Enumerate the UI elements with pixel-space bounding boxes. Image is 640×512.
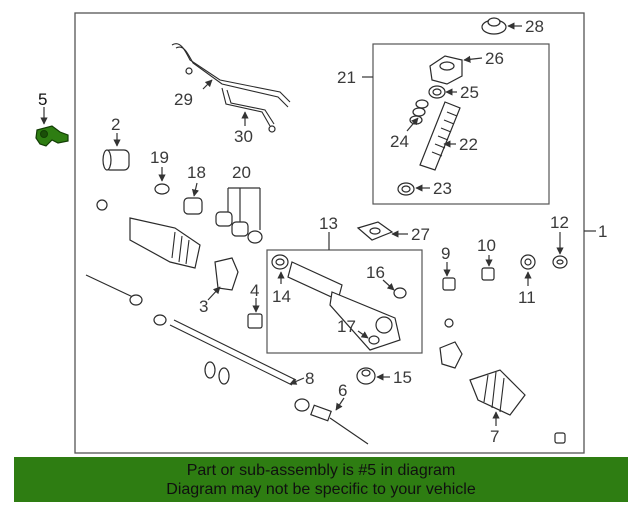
- part-16: [393, 287, 407, 299]
- part-28: [481, 17, 507, 35]
- callout-2: 2: [111, 115, 120, 134]
- leader-24: [406, 117, 419, 132]
- part-26: [429, 55, 463, 85]
- callout-24: 24: [390, 132, 409, 151]
- part-12: [552, 255, 568, 269]
- leader-20: [227, 187, 261, 230]
- part-ring-a: [204, 361, 216, 379]
- bracket-right: [439, 341, 463, 369]
- part-small-b: [554, 432, 566, 444]
- part-18: [183, 197, 203, 215]
- callout-25: 25: [460, 83, 479, 102]
- callout-14: 14: [272, 287, 291, 306]
- callout-8: 8: [305, 369, 314, 388]
- subassembly-13-box: [266, 249, 423, 354]
- part-7: [469, 369, 526, 416]
- part-9: [442, 277, 456, 291]
- callout-22: 22: [459, 135, 478, 154]
- callout-3: 3: [199, 297, 208, 316]
- tie-rod-left: [85, 274, 143, 306]
- leader-18: [191, 182, 199, 197]
- leader-3: [207, 286, 221, 301]
- part-3: [214, 257, 239, 291]
- callout-4: 4: [250, 281, 259, 300]
- leader-26: [463, 55, 483, 63]
- callout-23: 23: [433, 179, 452, 198]
- part-10: [481, 267, 495, 281]
- part-17: [368, 335, 380, 345]
- part-11: [520, 254, 536, 270]
- leader-8: [289, 377, 305, 385]
- rack-bar: [169, 319, 297, 386]
- callout-26: 26: [485, 49, 504, 68]
- part-15: [356, 367, 376, 385]
- part-23: [397, 182, 415, 196]
- part-ring-b: [218, 367, 230, 385]
- part-washer-left: [153, 314, 167, 326]
- part-27: [356, 221, 394, 241]
- part-25: [428, 85, 446, 99]
- leader-17: [357, 330, 369, 339]
- callout-27: 27: [411, 225, 430, 244]
- vehicle-fit-banner: Part or sub-assembly is #5 in diagram Di…: [14, 457, 628, 502]
- leader-16: [382, 279, 395, 291]
- diagram-frame: [74, 12, 585, 454]
- callout-18: 18: [187, 163, 206, 182]
- callout-11: 11: [518, 288, 536, 307]
- steering-housing: [287, 261, 401, 351]
- part-19: [154, 183, 170, 195]
- part-5-highlighted[interactable]: [35, 125, 69, 147]
- callout-29: 29: [174, 90, 193, 109]
- callout-16: 16: [366, 263, 385, 282]
- part-20: [215, 211, 263, 244]
- boot-left: [129, 217, 201, 269]
- callout-10: 10: [477, 236, 496, 255]
- part-small-a: [96, 199, 108, 211]
- callout-15: 15: [393, 368, 412, 387]
- part-6: [294, 398, 369, 445]
- callout-28: 28: [525, 17, 544, 36]
- leader-29: [202, 79, 213, 90]
- part-30-pipe: [221, 87, 276, 133]
- callout-12: 12: [550, 213, 569, 232]
- callout-20: 20: [232, 163, 251, 182]
- parts-diagram: 1 2 3 4 5 6 7 8 9 10 11 12 13 14 15 16 1…: [35, 12, 607, 454]
- leader-6: [335, 397, 345, 411]
- banner-line-2: Diagram may not be specific to your vehi…: [166, 481, 476, 498]
- callout-21: 21: [337, 68, 356, 87]
- part-29-pipe: [171, 43, 291, 108]
- callout-9: 9: [441, 244, 450, 263]
- part-24: [409, 99, 429, 125]
- callout-1: 1: [598, 222, 607, 241]
- callout-7: 7: [490, 427, 499, 446]
- callout-19: 19: [150, 148, 169, 167]
- banner-line-1: Part or sub-assembly is #5 in diagram: [186, 462, 456, 479]
- part-22: [419, 101, 461, 171]
- callout-13: 13: [319, 214, 338, 233]
- subassembly-21-box: [372, 43, 550, 205]
- callout-17: 17: [337, 317, 356, 336]
- part-2: [102, 149, 130, 171]
- callout-6: 6: [338, 381, 347, 400]
- part-4: [247, 313, 263, 329]
- callout-5[interactable]: 5: [38, 90, 47, 109]
- part-14: [271, 254, 289, 270]
- bolt-right: [444, 318, 454, 328]
- callout-30: 30: [234, 127, 253, 146]
